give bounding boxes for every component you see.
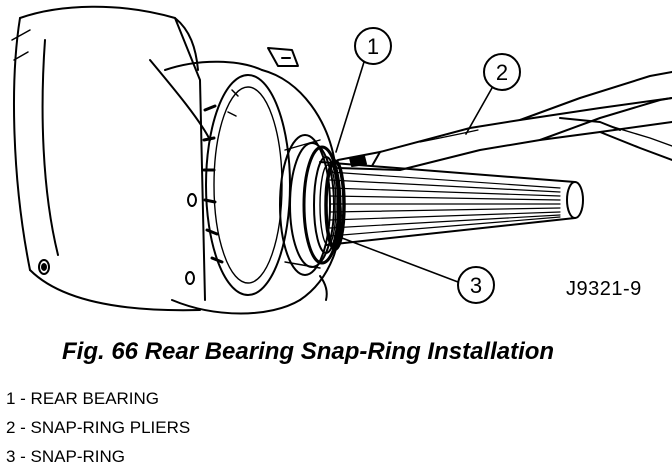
- bearing-retainer: [279, 134, 335, 276]
- figure-caption: Fig. 66 Rear Bearing Snap-Ring Installat…: [62, 338, 555, 365]
- callout-3-number: 3: [470, 273, 482, 298]
- callout-1: 1: [335, 27, 392, 153]
- legend-item-snap-ring-pliers: 2 - SNAP-RING PLIERS: [6, 418, 191, 437]
- legend-item-snap-ring: 3 - SNAP-RING: [6, 447, 126, 466]
- snap-ring: [324, 159, 346, 251]
- legend-item-rear-bearing: 1 - REAR BEARING: [6, 389, 160, 408]
- transmission-case: [11, 5, 211, 312]
- output-shaft: [319, 161, 584, 246]
- callout-1-number: 1: [367, 34, 379, 59]
- rear-bearing-snap-ring-illustration: 1 2 3: [11, 5, 672, 315]
- extension-housing: [164, 47, 342, 315]
- figure-code: J9321-9: [566, 278, 642, 300]
- callout-3: 3: [341, 237, 495, 304]
- callout-2-number: 2: [496, 60, 508, 85]
- parts-legend: 1 - REAR BEARING 2 - SNAP-RING PLIERS 3 …: [6, 384, 190, 471]
- callout-2: 2: [465, 53, 521, 135]
- snap-ring-pliers: [337, 71, 672, 171]
